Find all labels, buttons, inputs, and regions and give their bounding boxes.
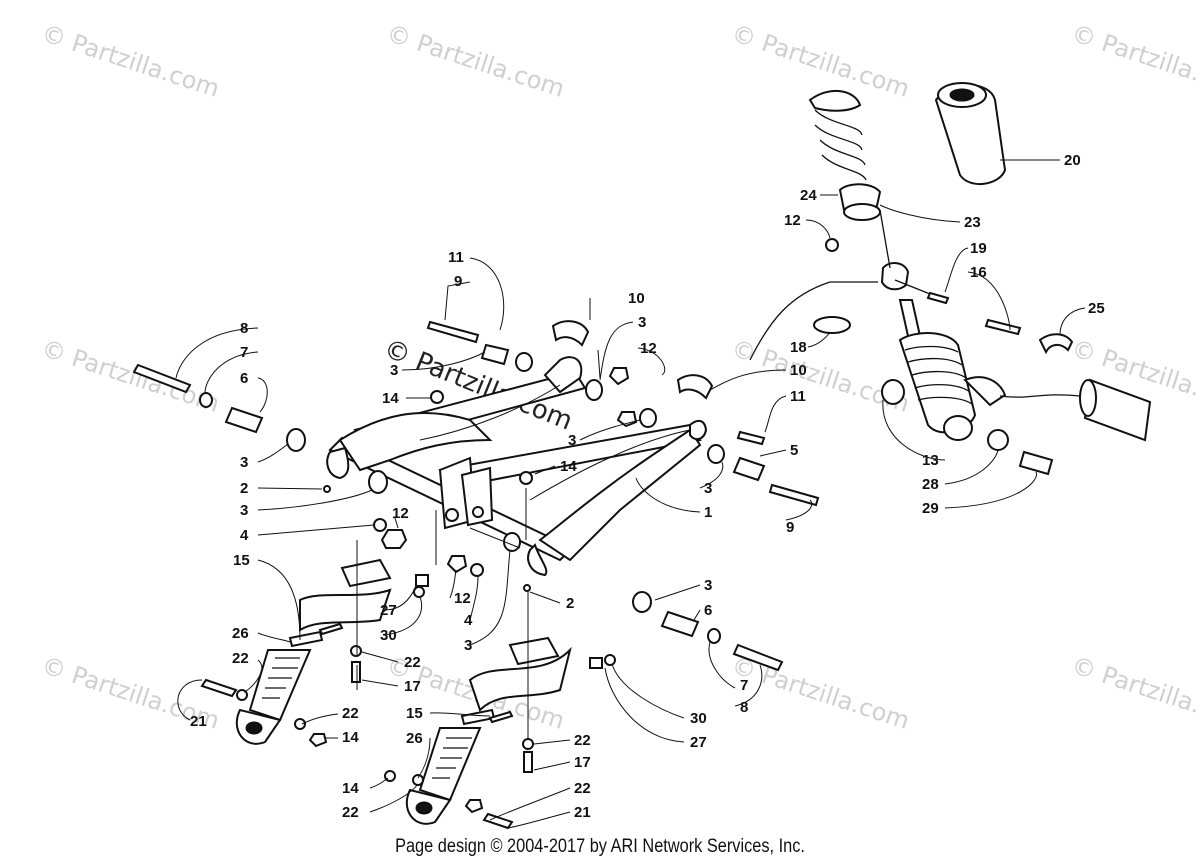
rear-arm-frame <box>326 356 708 577</box>
callout-21: 21 <box>190 713 207 730</box>
callout-3: 3 <box>568 432 576 449</box>
callout-3: 3 <box>390 362 398 379</box>
callout-6: 6 <box>240 370 248 387</box>
callout-12: 12 <box>392 505 409 522</box>
watermark: © Partzilla.com <box>38 334 223 418</box>
callout-30: 30 <box>690 710 707 727</box>
callout-3: 3 <box>704 577 712 594</box>
callout-13: 13 <box>922 452 939 469</box>
callout-5: 5 <box>790 442 798 459</box>
callout-9: 9 <box>786 519 794 536</box>
callout-10: 10 <box>790 362 807 379</box>
callout-14: 14 <box>342 729 359 746</box>
callout-30: 30 <box>380 627 397 644</box>
callout-11: 11 <box>790 388 806 405</box>
left-hardware <box>132 363 408 549</box>
callout-6: 6 <box>704 602 712 619</box>
callout-24: 24 <box>800 187 817 204</box>
callout-2: 2 <box>240 480 248 497</box>
callout-26: 26 <box>232 625 249 642</box>
watermark: © Partzilla.com <box>728 334 913 418</box>
watermark: © Partzilla.com <box>1068 19 1200 103</box>
callout-17: 17 <box>404 678 421 695</box>
callout-4: 4 <box>240 527 249 544</box>
callout-2: 2 <box>566 595 574 612</box>
callout-17: 17 <box>574 754 591 771</box>
footer-copyright: Page design © 2004-2017 by ARI Network S… <box>395 836 805 857</box>
callout-3: 3 <box>638 314 646 331</box>
callout-8: 8 <box>740 699 748 716</box>
callout-22: 22 <box>342 705 359 722</box>
callout-22: 22 <box>574 732 591 749</box>
callout-18: 18 <box>790 339 807 356</box>
leader-lines <box>175 159 1086 829</box>
callout-3: 3 <box>240 502 248 519</box>
callout-23: 23 <box>964 214 981 231</box>
right-footrest <box>384 636 616 830</box>
callout-28: 28 <box>922 476 939 493</box>
callout-7: 7 <box>240 344 248 361</box>
callout-14: 14 <box>382 390 399 407</box>
callout-14: 14 <box>342 780 359 797</box>
callout-26: 26 <box>406 730 423 747</box>
callout-22: 22 <box>342 804 359 821</box>
callout-22: 22 <box>574 780 591 797</box>
shock-assembly <box>749 82 1152 476</box>
watermark: © Partzilla.com <box>1068 651 1200 735</box>
callouts: 8 7 6 3 2 3 4 12 15 14 11 9 10 3 12 3 3 … <box>190 152 1105 821</box>
lower-hardware <box>446 532 784 672</box>
callout-22: 22 <box>232 650 249 667</box>
callout-27: 27 <box>690 734 707 751</box>
callout-15: 15 <box>406 705 423 722</box>
callout-10: 10 <box>628 290 645 307</box>
callout-1: 1 <box>704 504 712 521</box>
callout-3: 3 <box>240 454 248 471</box>
callout-12: 12 <box>784 212 801 229</box>
callout-4: 4 <box>464 612 473 629</box>
callout-7: 7 <box>740 677 748 694</box>
callout-14: 14 <box>560 458 577 475</box>
callout-19: 19 <box>970 240 987 257</box>
watermark: © Partzilla.com <box>383 19 568 103</box>
callout-25: 25 <box>1088 300 1105 317</box>
watermark: © Partzilla.com <box>728 19 913 103</box>
callout-22: 22 <box>404 654 421 671</box>
callout-20: 20 <box>1064 152 1081 169</box>
callout-12: 12 <box>640 340 657 357</box>
callout-29: 29 <box>922 500 939 517</box>
callout-3: 3 <box>464 637 472 654</box>
callout-16: 16 <box>970 264 987 281</box>
callout-15: 15 <box>233 552 250 569</box>
left-footrest <box>200 558 429 748</box>
callout-21: 21 <box>574 804 591 821</box>
watermark: © Partzilla.com <box>38 19 223 103</box>
callout-12: 12 <box>454 590 471 607</box>
callout-8: 8 <box>240 320 248 337</box>
callout-27: 27 <box>380 602 397 619</box>
callout-11: 11 <box>448 249 464 266</box>
callout-3: 3 <box>704 480 712 497</box>
callout-9: 9 <box>454 273 462 290</box>
top-hardware <box>426 320 820 507</box>
